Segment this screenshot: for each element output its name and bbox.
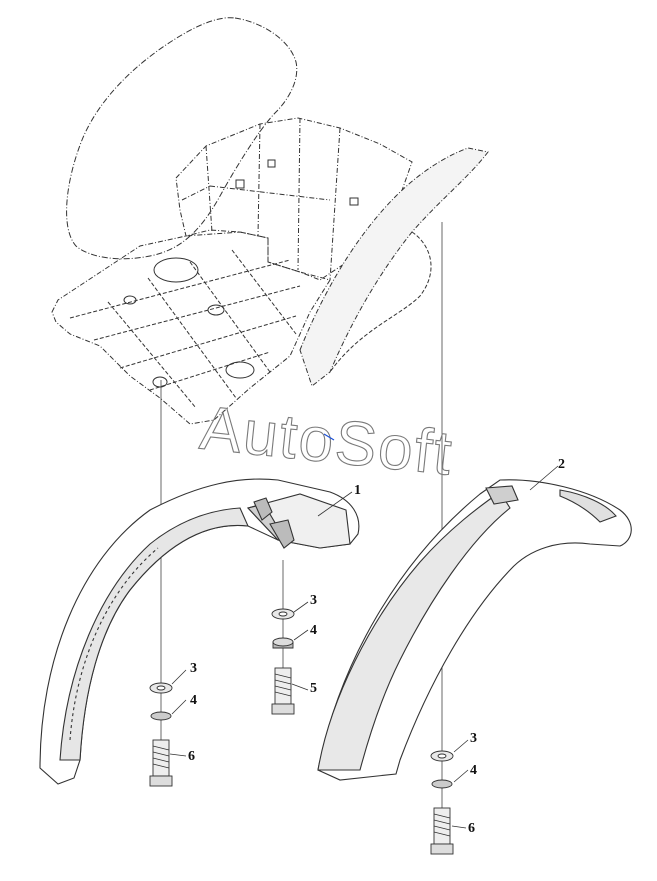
floor-plate <box>51 231 331 425</box>
watermark: AutoSoft <box>196 393 457 489</box>
right-fender <box>317 479 632 781</box>
callout-3-right: 3 <box>470 731 477 746</box>
callout-6-right: 6 <box>468 821 475 836</box>
bolt-6b <box>430 807 454 855</box>
callout-3-left: 3 <box>190 661 197 676</box>
callout-5: 5 <box>310 681 317 696</box>
hardware-stack-c <box>430 750 454 855</box>
callout-4-left: 4 <box>190 693 197 708</box>
callout-4-right: 4 <box>470 763 477 778</box>
bolt-5 <box>271 667 295 715</box>
watermark-accent-mark <box>323 433 335 441</box>
lock-washer-4c <box>431 779 453 789</box>
left-fender <box>39 478 360 785</box>
lock-washer-4b <box>150 711 172 721</box>
hardware-stack-a <box>271 608 295 715</box>
cab-floor-assembly <box>51 17 489 425</box>
callout-3-bracket: 3 <box>310 593 317 608</box>
hardware-stack-b <box>149 682 173 787</box>
seat-outline <box>66 17 298 260</box>
watermark-text: AutoSoft <box>197 394 457 489</box>
bolt-6a <box>149 739 173 787</box>
callout-4-bracket: 4 <box>310 623 317 638</box>
callout-1: 1 <box>354 483 361 498</box>
body-fender-arc <box>299 147 489 387</box>
callout-2: 2 <box>558 457 565 472</box>
callout-6-left: 6 <box>188 749 195 764</box>
leader-lines <box>169 465 559 829</box>
